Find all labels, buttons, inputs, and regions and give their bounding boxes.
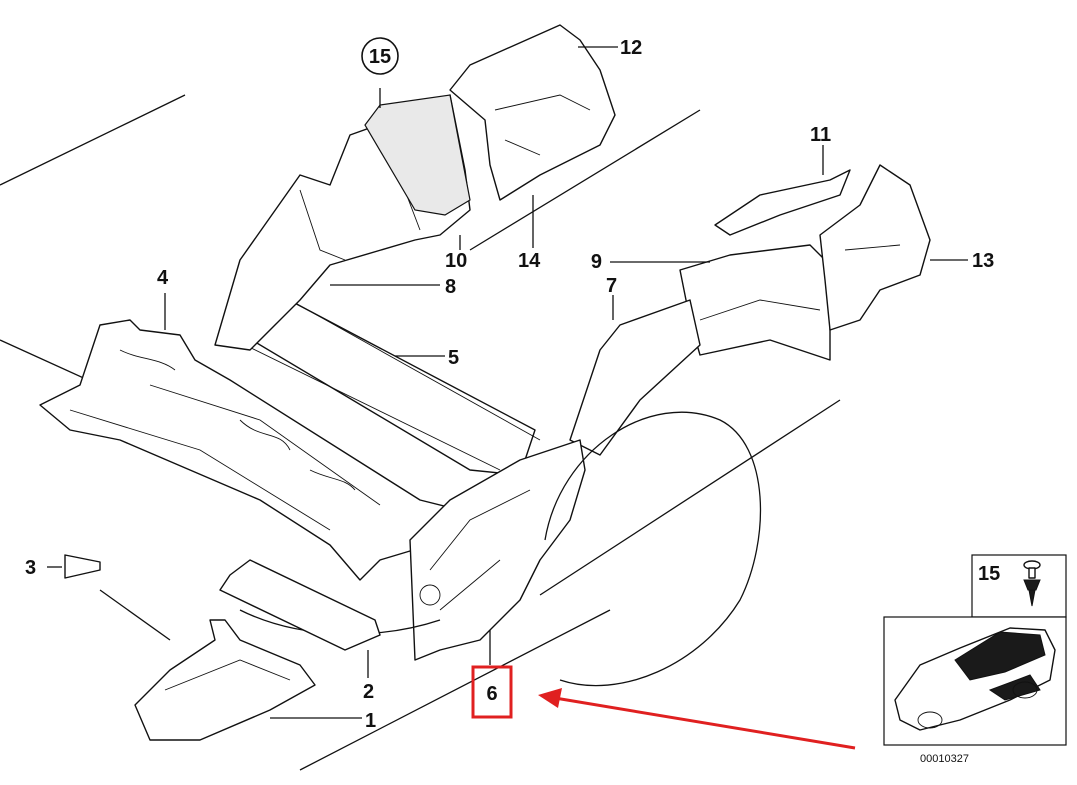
inset-fastener-box	[971, 554, 1067, 618]
callout-4: 4	[157, 267, 169, 289]
side-trim-panel-6	[409, 439, 586, 661]
fastener-icon	[1023, 560, 1041, 607]
callout-13: 13	[972, 250, 994, 272]
lower-floor-trays	[134, 559, 381, 741]
callout-15-ring	[361, 37, 399, 75]
highlight-box	[471, 665, 513, 719]
leader-lines	[47, 46, 968, 719]
floor-panel	[39, 319, 471, 581]
callout-1: 1	[365, 710, 376, 732]
callout-11: 11	[810, 124, 831, 146]
right-side-panel	[819, 164, 931, 331]
trunk-side-panel	[569, 299, 701, 456]
inset-panel: 15 00010327	[883, 554, 1067, 765]
callout-labels: 15 12 11 13 9 7 5 4 10 14 8 3 2 1 6	[25, 37, 994, 732]
callout-15: 15	[369, 46, 391, 68]
wedge-part	[64, 554, 101, 579]
callout-5: 5	[448, 347, 459, 369]
upper-right-bracket	[714, 169, 851, 236]
red-arrow	[538, 688, 856, 750]
callout-12: 12	[620, 37, 642, 59]
car-thumbnail	[894, 627, 1056, 731]
callout-14: 14	[518, 250, 541, 272]
inset-code: 00010327	[920, 753, 969, 765]
callout-9: 9	[591, 251, 602, 273]
inset-label-15: 15	[978, 563, 1000, 585]
trunk-side-liner	[449, 24, 616, 201]
callout-6: 6	[486, 683, 497, 705]
callout-7: 7	[606, 275, 617, 297]
callout-8: 8	[445, 276, 456, 298]
callout-3: 3	[25, 557, 36, 579]
callout-10: 10	[445, 250, 467, 272]
construction-lines	[0, 94, 841, 771]
callout-2: 2	[363, 681, 374, 703]
